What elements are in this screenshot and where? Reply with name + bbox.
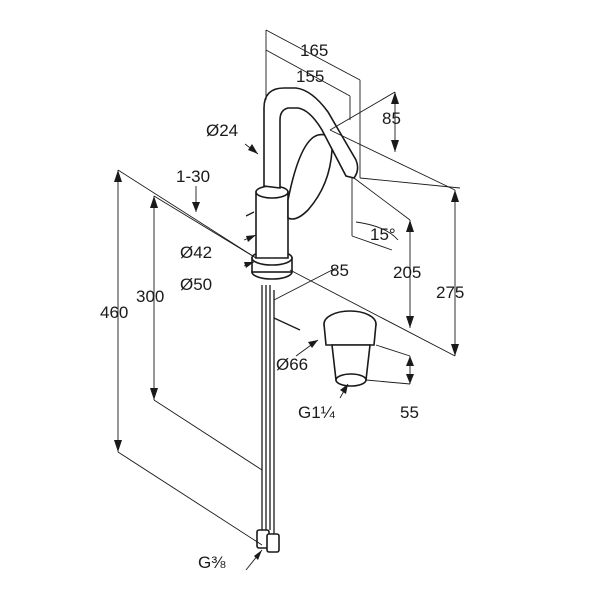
- dim-angle-15: 15°: [370, 225, 396, 244]
- dim-diameter-42: Ø42: [180, 243, 212, 262]
- dim-85-top: 85: [382, 109, 401, 128]
- arrowheads: [114, 92, 459, 560]
- dimension-lines: [117, 29, 461, 571]
- lever-handle: [287, 133, 333, 220]
- waste-neck: [323, 323, 377, 346]
- dim-460: 460: [100, 303, 128, 322]
- spout: [263, 87, 359, 189]
- dim-155: 155: [296, 67, 324, 86]
- waste-bottom: [335, 373, 367, 387]
- dimension-labels: 165 155 85 Ø24 1-30 Ø42 Ø50 15° 205 275 …: [100, 41, 464, 572]
- popup-rod: [245, 211, 255, 217]
- dim-85-depth: 85: [330, 261, 349, 280]
- body-column: [255, 191, 289, 259]
- dim-g-1-1-4: G1¼: [298, 403, 336, 422]
- dim-diameter-24: Ø24: [206, 121, 238, 140]
- dim-1-30: 1-30: [176, 167, 210, 186]
- popup-linkage: [273, 317, 301, 331]
- hose-connector-right: [266, 533, 280, 553]
- dim-205: 205: [393, 263, 421, 282]
- dim-165: 165: [300, 41, 328, 60]
- dim-275: 275: [436, 283, 464, 302]
- dim-diameter-50: Ø50: [180, 275, 212, 294]
- faucet-body: [245, 87, 377, 553]
- dim-300: 300: [136, 287, 164, 306]
- supply-hose-left: [261, 285, 271, 530]
- dim-diameter-66: Ø66: [276, 355, 308, 374]
- dim-g-3-8: G⅜: [198, 553, 226, 572]
- dim-55: 55: [400, 403, 419, 422]
- supply-hose-right: [265, 285, 275, 535]
